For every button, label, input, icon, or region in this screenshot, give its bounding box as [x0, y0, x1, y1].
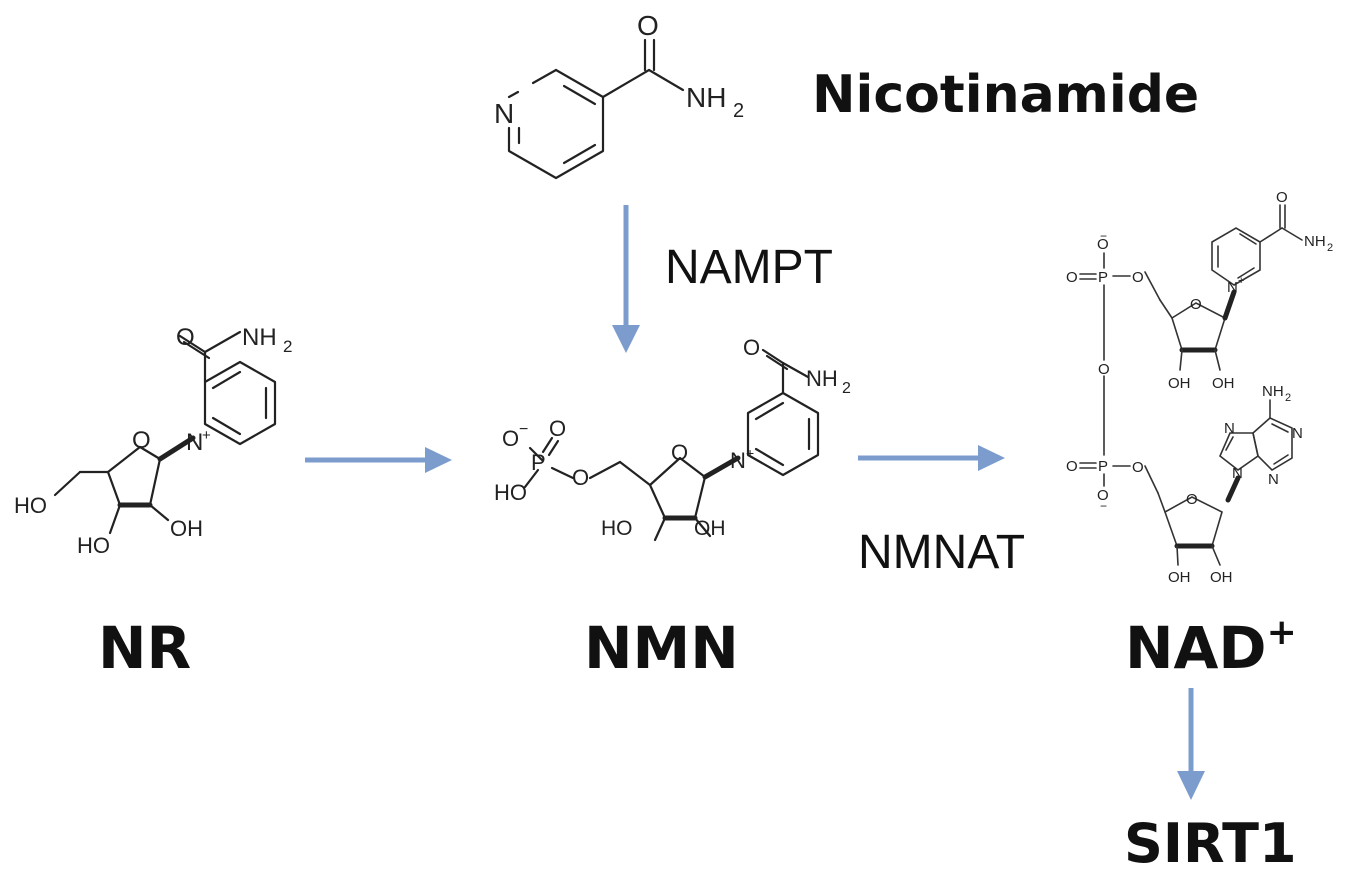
- nad-hydroxyl-a: OH: [1168, 375, 1191, 392]
- nad-label: NAD+: [1125, 612, 1297, 682]
- nicotinamide-ring-nitrogen: N: [494, 98, 514, 129]
- nmn-structure: O − P O HO O O N + O NH 2 HO OH: [494, 335, 851, 542]
- nad-bottom-ribose-oxygen: O: [1186, 491, 1198, 508]
- nmn-phosphorus: P: [531, 450, 546, 475]
- nampt-label: NAMPT: [665, 241, 833, 294]
- nad-adenine-nitrogen-1: N: [1292, 425, 1303, 442]
- nicotinamide-amide-subscript: 2: [733, 100, 744, 122]
- nmn-amide-nh: NH: [806, 366, 838, 391]
- nmn-linking-oxygen: O: [572, 465, 589, 490]
- nad-adenine-nitrogen-9: N: [1232, 465, 1243, 482]
- nmn-phosphate-oxygen-minus: O: [502, 426, 519, 451]
- nad-bottom-linking-oxygen: O: [1132, 459, 1144, 476]
- nicotinamide-amide-nh: NH: [686, 82, 726, 113]
- nad-amide-nh: NH: [1304, 233, 1326, 250]
- nad-top-ribose-oxygen: O: [1190, 296, 1202, 313]
- nmn-oxygen-charge: −: [519, 421, 528, 438]
- nad-pyridinium-nitrogen: N: [1227, 279, 1238, 296]
- nr-hydroxyl-2: OH: [170, 516, 203, 541]
- nad-nitrogen-charge: +: [1238, 275, 1244, 287]
- nr-label: NR: [98, 614, 191, 682]
- nmn-phosphate-double-oxygen: O: [549, 416, 566, 441]
- nad-top-phosphorus: P: [1098, 269, 1108, 286]
- nr-nitrogen-charge: +: [202, 427, 211, 444]
- nmn-to-nad-arrow: [858, 445, 1005, 471]
- nr-to-nmn-arrow: [305, 447, 452, 473]
- nad-hydroxyl-b: OH: [1212, 375, 1235, 392]
- nmn-hydroxyl-3: HO: [601, 517, 633, 540]
- nr-structure: O NH 2 N + O HO HO OH: [14, 324, 292, 558]
- nr-amide-nh: NH: [242, 324, 277, 351]
- nr-pyridinium-nitrogen: N: [186, 429, 203, 456]
- nr-hydroxyl-5: HO: [14, 493, 47, 518]
- nmn-amide-subscript: 2: [842, 380, 851, 397]
- nad-bridging-oxygen: O: [1098, 361, 1110, 378]
- nad-to-sirt1-arrow: [1177, 688, 1205, 800]
- nmnat-label: NMNAT: [858, 526, 1025, 579]
- nad-top-phosphate-oxygen-minus: O: [1097, 236, 1109, 253]
- nr-hydroxyl-3: HO: [77, 533, 110, 558]
- nr-ring-oxygen: O: [132, 427, 151, 454]
- nmn-label: NMN: [584, 614, 739, 682]
- nad-adenine-amine-nh: NH: [1262, 383, 1284, 400]
- nad-adenine-nitrogen-3: N: [1268, 471, 1279, 488]
- nad-bottom-phosphate-double-oxygen: O: [1066, 458, 1078, 475]
- nmn-ring-oxygen: O: [671, 440, 688, 465]
- nad-top-linking-oxygen: O: [1132, 269, 1144, 286]
- nad-amide-oxygen: O: [1276, 189, 1288, 206]
- nicotinamide-oxygen: O: [637, 10, 659, 41]
- nad-adenine-nitrogen-7: N: [1224, 420, 1235, 437]
- nad-top-phosphate-double-oxygen: O: [1066, 269, 1078, 286]
- nmn-phosphate-hydroxyl: HO: [494, 480, 527, 505]
- nad-hydroxyl-c: OH: [1168, 569, 1191, 586]
- nad-adenine-amine-subscript: 2: [1285, 392, 1291, 404]
- nad-bottom-phosphorus: P: [1098, 458, 1108, 475]
- nr-amide-subscript: 2: [283, 337, 292, 356]
- nmn-pyridinium-nitrogen: N: [730, 448, 746, 473]
- nad-label-name: NAD: [1125, 614, 1267, 682]
- nad-amide-subscript: 2: [1327, 242, 1333, 254]
- nad-bottom-oxygen-charge: −: [1100, 499, 1107, 513]
- nad-top-oxygen-charge: −: [1100, 229, 1107, 243]
- nampt-arrow: [612, 205, 640, 353]
- nad-bottom-phosphate-oxygen-minus: O: [1097, 487, 1109, 504]
- nicotinamide-label: Nicotinamide: [812, 65, 1199, 125]
- nad-label-superscript: +: [1267, 612, 1297, 653]
- nad-structure: O − O P O O O P O − O O OH OH N + O NH 2: [1066, 189, 1333, 586]
- nad-hydroxyl-d: OH: [1210, 569, 1233, 586]
- nmn-hydroxyl-2: OH: [694, 517, 726, 540]
- sirt1-label: SIRT1: [1124, 812, 1297, 875]
- nr-amide-oxygen: O: [176, 324, 195, 351]
- nmn-amide-oxygen: O: [743, 335, 760, 360]
- nmn-nitrogen-charge: +: [746, 445, 754, 461]
- nicotinamide-structure: O N NH 2: [494, 10, 744, 180]
